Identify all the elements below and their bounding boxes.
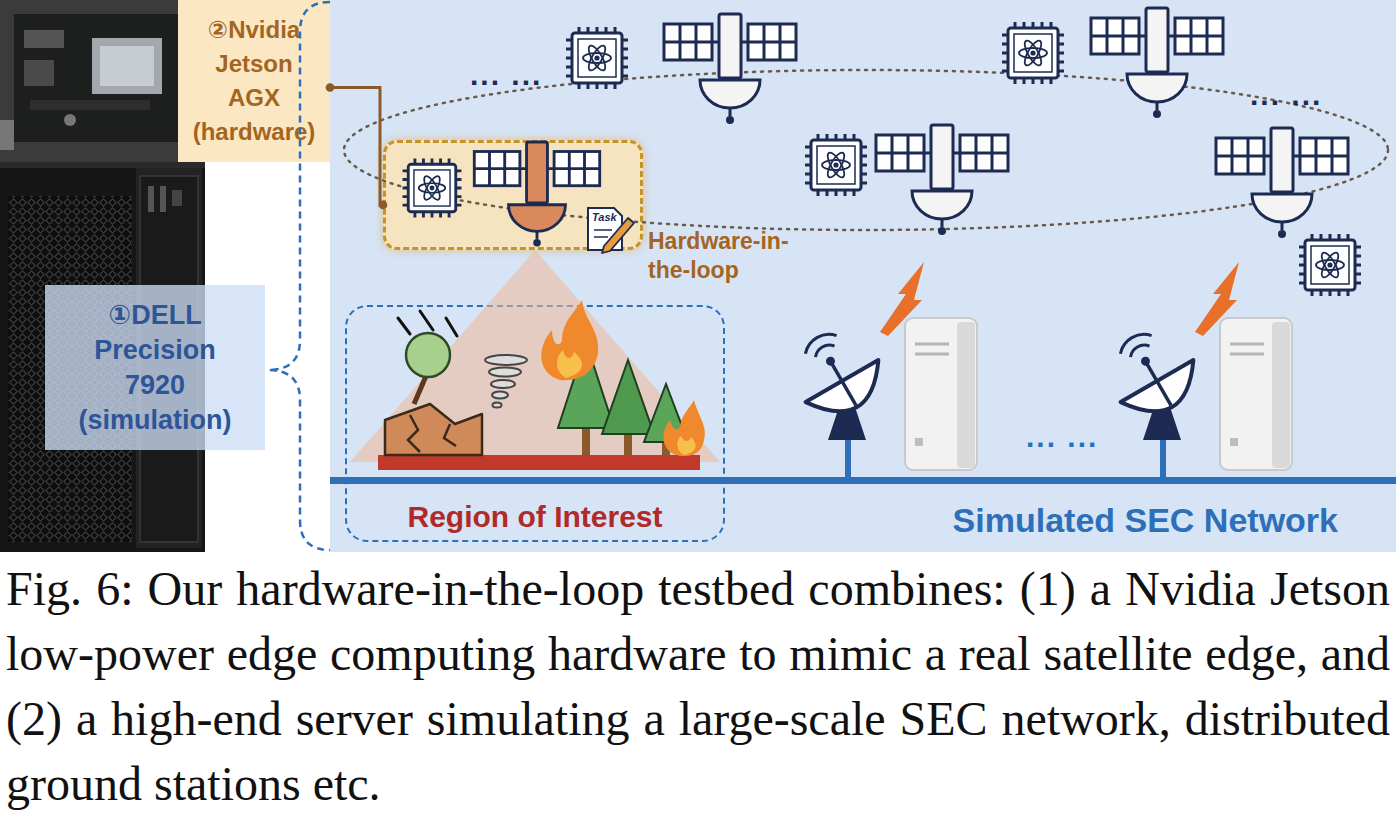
network-bus [330, 477, 1396, 484]
figure-caption: Fig. 6: Our hardware-in-the-loop testbed… [6, 556, 1390, 816]
satellites [1299, 234, 1361, 296]
jetson-photo [14, 14, 179, 142]
workstation-photo [172, 190, 182, 206]
hil-satellite [474, 142, 599, 247]
hil-satellite [602, 218, 634, 253]
disaster-icons [492, 392, 508, 399]
workstation-photo [0, 162, 205, 168]
region-box: Region of Interest [345, 305, 725, 542]
hil-satellite [588, 208, 622, 250]
region-label: Region of Interest [347, 500, 723, 534]
orbit-path [344, 70, 1388, 230]
disaster-icons [491, 380, 515, 388]
jetson-photo [0, 0, 205, 162]
jetson-photo [100, 46, 154, 86]
disaster-icons [493, 403, 502, 408]
disaster-icons [541, 300, 598, 380]
satellites [1216, 128, 1348, 238]
disaster-icons [582, 425, 590, 455]
simulation-label: ①DELL Precision 7920 (simulation) [79, 298, 232, 438]
disaster-icons [558, 342, 614, 428]
disaster-icons [414, 376, 426, 404]
jetson-photo [64, 114, 76, 126]
satellites [876, 125, 1008, 235]
panel-title: Simulated SEC Network [953, 501, 1338, 540]
satellites [664, 14, 796, 124]
satellites [566, 27, 628, 89]
jetson-photo [30, 100, 150, 110]
jetson-photo [24, 30, 64, 48]
jetson-photo [0, 0, 205, 162]
simulation-label-box: ①DELL Precision 7920 (simulation) [45, 285, 265, 450]
hil-satellite [403, 159, 462, 218]
hil-satellite [594, 230, 612, 237]
workstation-photo [160, 186, 166, 212]
ground-stations [1220, 318, 1292, 470]
ground-stations [781, 317, 894, 428]
hil-satellite [403, 142, 634, 253]
satellites [1002, 22, 1064, 84]
disaster-icons [557, 350, 582, 378]
disaster-icons [663, 400, 704, 456]
disaster-icons [489, 368, 521, 377]
orbit-path [344, 70, 1388, 230]
satellites [1091, 8, 1223, 118]
satellites [566, 8, 1361, 296]
jetson-photo [0, 120, 14, 150]
disaster-icons [385, 300, 705, 456]
disaster-icons [398, 311, 457, 336]
connector-line [330, 87, 383, 204]
ground-stations [781, 262, 1292, 478]
ground-stations [1160, 440, 1166, 478]
hil-satellite-box: Hardware-in-the-loop [383, 140, 643, 250]
sensing-beam [350, 250, 720, 470]
disaster-icons [677, 436, 695, 455]
disaster-icons [644, 384, 688, 442]
satellites [805, 134, 867, 196]
hardware-label: ②Nvidia Jetson AGX (hardware) [193, 13, 316, 149]
workstation-photo [148, 186, 154, 212]
disaster-icons [385, 404, 482, 455]
ground-stations [845, 440, 851, 478]
ground-stations [1096, 317, 1209, 428]
curly-brace [268, 2, 330, 550]
sensing-beam [350, 250, 720, 462]
curly-brace [268, 2, 330, 550]
disaster-icons [406, 333, 450, 377]
disaster-icons [485, 355, 527, 365]
ground-stations [1143, 410, 1181, 440]
disaster-icons [662, 438, 670, 455]
disaster-icons [602, 360, 654, 434]
jetson-photo [24, 60, 54, 86]
jetson-photo [92, 38, 162, 94]
ground-stations [905, 318, 977, 470]
ground-stations [1195, 262, 1239, 336]
hardware-label-box: ②Nvidia Jetson AGX (hardware) [178, 0, 330, 162]
network-bus [330, 477, 1396, 484]
hil-label: Hardware-in-the-loop [648, 227, 798, 285]
sensing-beam [378, 455, 700, 470]
disaster-icons [408, 415, 456, 452]
network-panel: Simulated SEC Network Hardware-in-the-loo… [330, 0, 1396, 552]
ground-stations [880, 262, 924, 336]
ground-stations [828, 410, 866, 440]
disaster-icons [624, 430, 632, 455]
